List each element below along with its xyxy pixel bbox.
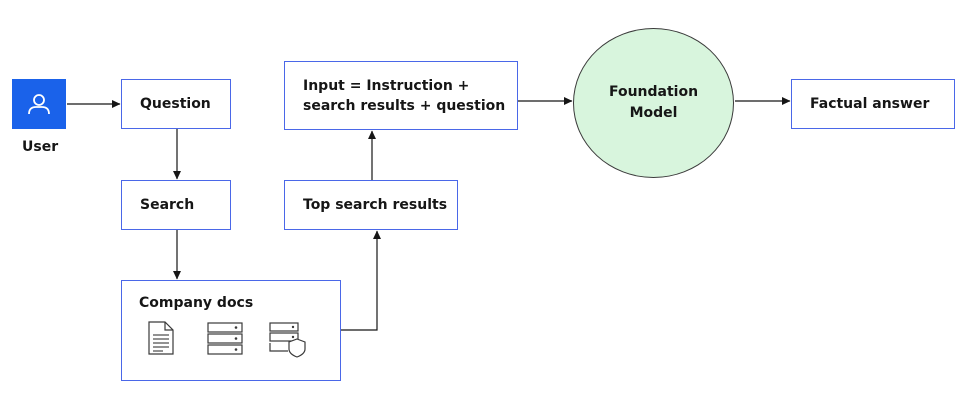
input-line-1: Input = Instruction + <box>303 77 470 94</box>
company-docs-box: Company docs <box>121 280 341 381</box>
server-shield-icon <box>269 322 306 358</box>
foundation-model-line-2: Model <box>629 105 678 121</box>
input-line-2: search results + question <box>303 97 506 114</box>
foundation-model-line-1: Foundation <box>608 84 699 100</box>
question-label: Question <box>140 96 211 112</box>
document-icon <box>148 321 174 355</box>
company-docs-label: Company docs <box>139 295 254 311</box>
foundation-model-node: Foundation Model <box>573 28 734 178</box>
user-icon <box>28 94 50 115</box>
arrow-docs-to-top-results <box>341 230 381 331</box>
factual-answer-label: Factual answer <box>810 96 930 112</box>
user-label: User <box>22 139 59 155</box>
input-box: Input = Instruction + search results + q… <box>284 61 518 130</box>
search-label: Search <box>140 197 195 213</box>
factual-answer-box: Factual answer <box>791 79 955 129</box>
question-box: Question <box>121 79 231 129</box>
search-box: Search <box>121 180 231 230</box>
user-avatar-tile <box>12 79 66 129</box>
top-search-results-box: Top search results <box>284 180 458 230</box>
top-search-results-label: Top search results <box>303 197 448 213</box>
server-stack-icon <box>207 322 243 355</box>
input-text: Input = Instruction + search results + q… <box>285 76 505 116</box>
